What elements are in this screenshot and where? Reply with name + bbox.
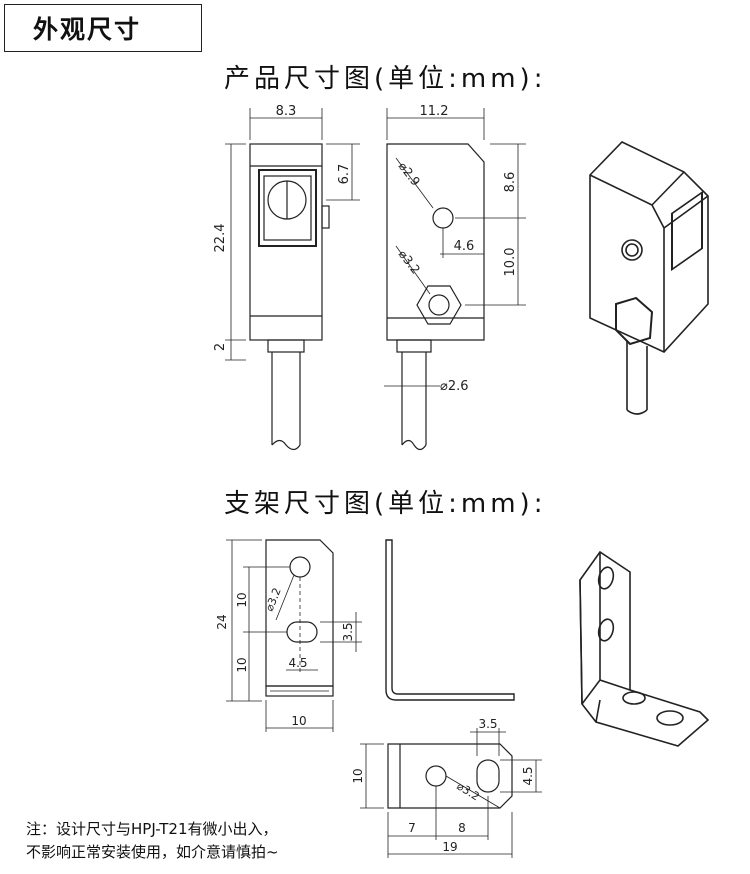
dim-base-slot: 3.5 [478, 717, 497, 731]
sensor-3d-view [589, 141, 709, 415]
dim-hole-offset: 4.6 [454, 239, 475, 254]
product-heading: 产品尺寸图(单位:mm): [224, 64, 547, 94]
footnote-line-2: 不影响正常安装使用，如介意请慎拍~ [26, 843, 279, 861]
bracket-front-view [226, 539, 362, 732]
dim-bracket-total: 24 [215, 614, 229, 629]
dim-bracket-slot-offset: 4.5 [288, 656, 307, 670]
dim-base: 2 [213, 343, 228, 351]
sensor-side-view [384, 108, 526, 451]
dim-width: 8.3 [276, 104, 297, 119]
dim-base-slot-height: 4.5 [521, 766, 535, 785]
dim-hole-bottom-dia: ⌀3.2 [396, 247, 423, 276]
section-title: 外观尺寸 [4, 4, 202, 52]
dim-seg-a: 7 [408, 821, 416, 835]
dim-seg-b: 8 [458, 821, 466, 835]
dim-bracket-width: 10 [291, 714, 306, 728]
dim-height: 22.4 [213, 224, 228, 253]
bracket-side-profile [385, 539, 515, 701]
dim-top-to-hole: 8.6 [503, 172, 518, 193]
dim-hole-spacing: 10.0 [503, 248, 518, 277]
bracket-heading: 支架尺寸图(单位:mm): [224, 489, 547, 519]
dim-depth: 11.2 [420, 104, 449, 119]
dim-base-height: 10 [351, 768, 365, 783]
footnote-line-1: 注：设计尺寸与HPJ-T21有微小出入， [26, 820, 278, 838]
dim-hole-top-dia: ⌀2.9 [396, 159, 423, 188]
dim-bracket-lower: 10 [235, 657, 249, 672]
footnote: 注：设计尺寸与HPJ-T21有微小出入， 不影响正常安装使用，如介意请慎拍~ [26, 818, 279, 864]
dim-bracket-upper: 10 [235, 592, 249, 607]
bracket-bottom-view [360, 728, 542, 858]
dim-lens-offset: 6.7 [337, 164, 352, 185]
dim-bracket-slot-height: 3.5 [341, 622, 355, 641]
bracket-3d-view [579, 550, 710, 747]
sensor-front-view [225, 108, 360, 451]
dim-total-length: 19 [442, 840, 457, 854]
dim-cable-dia: ⌀2.6 [440, 379, 469, 394]
